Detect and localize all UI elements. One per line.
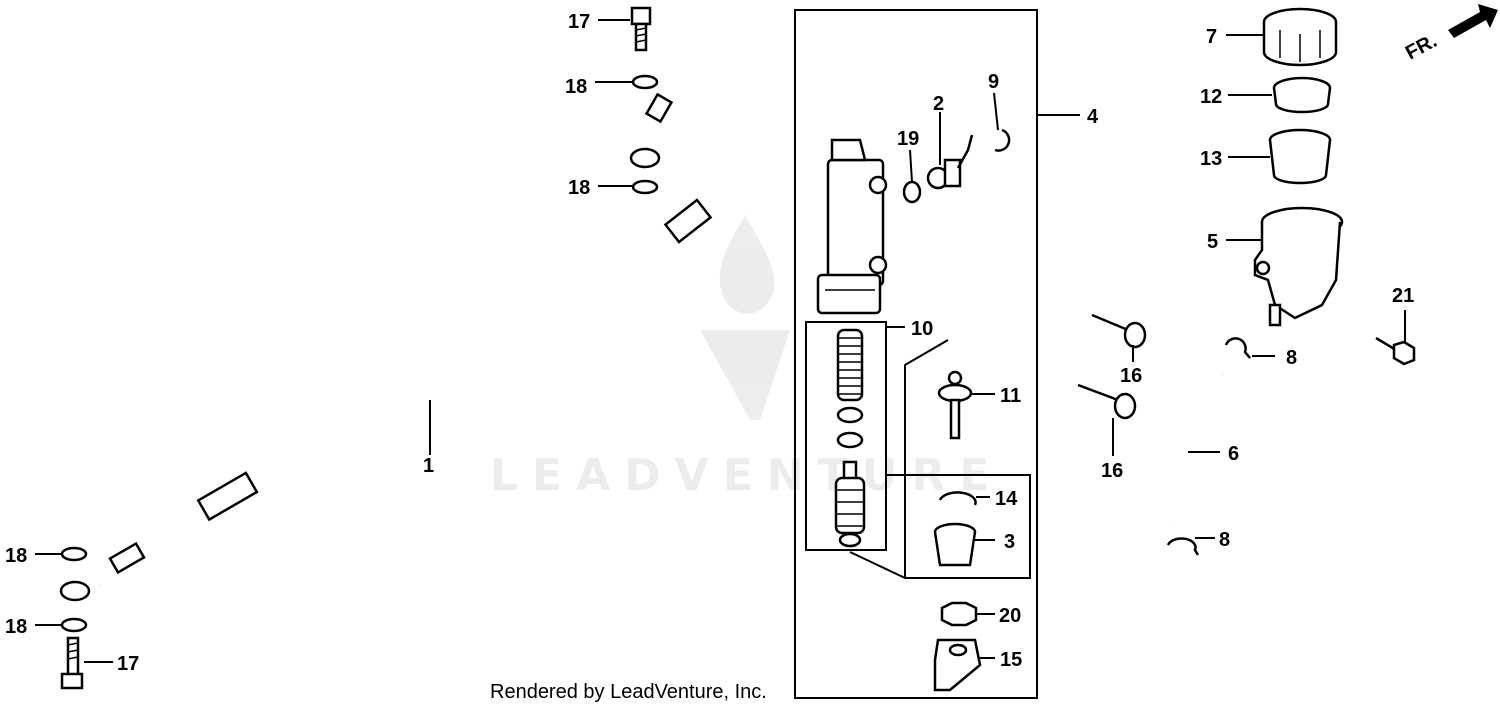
reservoir-cap-icon — [1262, 7, 1338, 67]
clamp-icon — [1224, 337, 1251, 359]
callout-labels: 1 2 3 4 5 6 7 8 8 9 10 11 12 13 14 15 16… — [5, 11, 1414, 675]
banjo-bolt-icon — [60, 636, 84, 690]
callout-17a: 17 — [568, 11, 590, 33]
callout-8a: 8 — [1286, 347, 1297, 369]
callout-1: 1 — [423, 455, 434, 477]
washer-icon — [631, 74, 659, 90]
callout-16a: 16 — [1120, 365, 1142, 387]
nut-icon — [940, 601, 978, 627]
callout-18d: 18 — [5, 616, 27, 638]
callout-18c: 18 — [5, 545, 27, 567]
push-rod-icon — [937, 370, 973, 440]
watermark-logo — [700, 215, 790, 420]
callout-18b: 18 — [568, 177, 590, 199]
callout-15: 15 — [1000, 649, 1022, 671]
callout-13: 13 — [1200, 148, 1222, 170]
callout-6: 6 — [1228, 443, 1239, 465]
bolt-icon — [1091, 313, 1147, 349]
callout-14: 14 — [995, 488, 1018, 510]
callout-20: 20 — [999, 605, 1021, 627]
o-ring-icon — [902, 180, 922, 204]
callout-18a: 18 — [565, 76, 587, 98]
banjo-bolt-icon — [630, 6, 652, 52]
circlip-icon — [994, 128, 1011, 152]
credit-line: Rendered by LeadVenture, Inc. — [490, 681, 767, 703]
washer-icon — [631, 179, 659, 195]
spring-icon — [836, 328, 864, 402]
reservoir-icon — [1253, 206, 1344, 327]
bolt-icon — [1375, 336, 1416, 366]
callout-19: 19 — [897, 128, 919, 150]
callout-12: 12 — [1200, 86, 1222, 108]
clamp-icon — [1166, 537, 1200, 556]
callout-16b: 16 — [1101, 460, 1123, 482]
callout-9: 9 — [988, 71, 999, 93]
callout-4: 4 — [1087, 106, 1099, 128]
callout-8b: 8 — [1219, 529, 1230, 551]
callout-7: 7 — [1206, 26, 1217, 48]
callout-3: 3 — [1004, 531, 1015, 553]
washer-icon — [60, 617, 88, 633]
front-marker: FR. — [1402, 30, 1441, 65]
washer-icon — [60, 546, 88, 562]
circlip-icon — [938, 491, 977, 506]
callout-leaders — [35, 19, 1406, 663]
clevis-icon — [933, 638, 982, 692]
diaphragm-plate-icon — [1272, 76, 1332, 114]
bolt-icon — [1077, 383, 1137, 420]
callout-17b: 17 — [117, 653, 139, 675]
callout-11: 11 — [1000, 385, 1021, 407]
diaphragm-icon — [1268, 128, 1332, 185]
boot-icon — [933, 522, 977, 567]
joint-icon — [926, 134, 974, 190]
front-arrow-icon — [1448, 4, 1498, 38]
callout-5: 5 — [1207, 231, 1218, 253]
piston-icon — [834, 460, 866, 535]
callout-2: 2 — [933, 93, 944, 115]
master-cylinder-box — [794, 9, 1038, 699]
callout-10: 10 — [911, 318, 933, 340]
callout-21: 21 — [1392, 285, 1414, 307]
brake-hose — [59, 54, 750, 602]
